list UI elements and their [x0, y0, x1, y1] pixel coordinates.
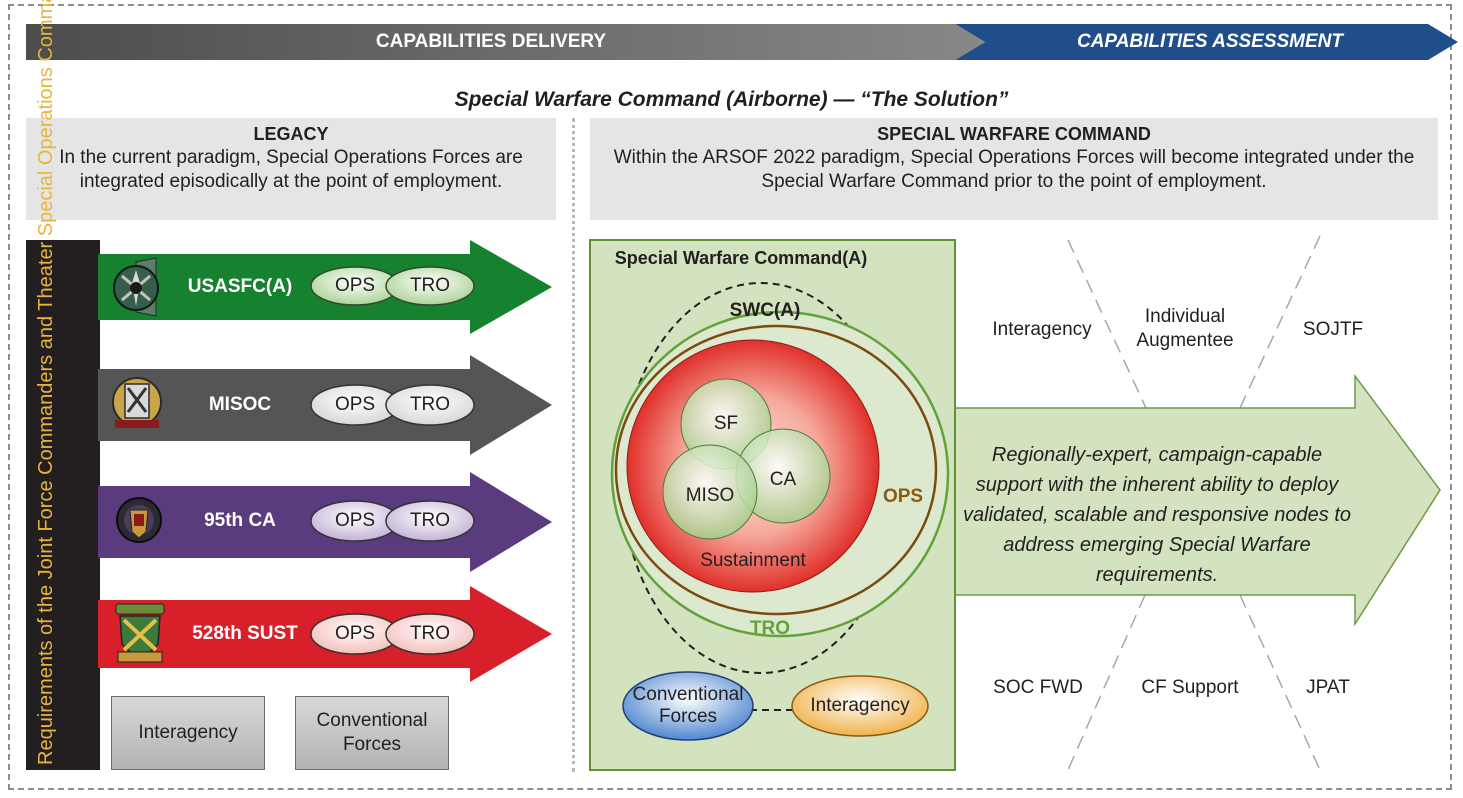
ops-label-95th-ca: OPS — [334, 510, 376, 531]
requirements-sidebar — [26, 240, 100, 770]
sf-label: SF — [713, 413, 739, 434]
swc-title: SPECIAL WARFARE COMMAND — [877, 124, 1151, 144]
unit-row-usasfc — [98, 240, 552, 334]
conventional-forces-label: Conventional Forces — [632, 684, 744, 727]
tro-ring-label: TRO — [749, 618, 791, 639]
top-label-interagency: Interagency — [992, 319, 1092, 340]
legacy-description: In the current paradigm, Special Operati… — [59, 147, 523, 192]
tro-label-misoc: TRO — [409, 394, 451, 415]
top-label-sojtf: SOJTF — [1302, 319, 1364, 340]
sustainment-crest-icon — [115, 603, 165, 664]
ops-label-528th-sust: OPS — [334, 623, 376, 644]
capabilities-delivery-arrow — [26, 24, 985, 60]
ops-label-misoc: OPS — [334, 394, 376, 415]
swc-box-title: Special Warfare Command(A) — [614, 248, 868, 268]
misoc-crest-icon — [112, 377, 162, 428]
swc-oval-label: SWC(A) — [729, 300, 801, 321]
outer-frame — [8, 4, 1452, 790]
ca-label: CA — [769, 469, 797, 490]
tro-label-usasfc: TRO — [409, 275, 451, 296]
capabilities-assessment-label: CAPABILITIES ASSESSMENT — [1076, 31, 1344, 52]
tro-label-95th-ca: TRO — [409, 510, 451, 531]
interagency-oval — [791, 675, 929, 737]
miso-label: MISO — [685, 485, 735, 506]
unit-row-95th-ca — [98, 472, 552, 572]
top-label-individual-augmentee: Individual Augmentee — [1136, 306, 1234, 351]
legacy-header: LEGACY In the current paradigm, Special … — [26, 118, 556, 220]
panel-divider — [572, 118, 575, 772]
bottom-label-soc-fwd: SOC FWD — [993, 677, 1083, 698]
civil-affairs-crest-icon — [116, 497, 162, 543]
ops-ring-label: OPS — [882, 486, 924, 507]
legacy-title: LEGACY — [253, 124, 329, 144]
capabilities-delivery-label: CAPABILITIES DELIVERY — [375, 31, 607, 52]
special-forces-crest-icon — [113, 257, 159, 317]
swc-description: Within the ARSOF 2022 paradigm, Special … — [613, 147, 1415, 192]
connector-lines — [1067, 235, 1321, 771]
miso-circle — [662, 444, 758, 540]
interagency-oval-label: Interagency — [810, 695, 910, 716]
swc-capability-arrow — [954, 373, 1441, 627]
sustainment-label: Sustainment — [700, 550, 806, 571]
unit-name-usasfc: USASFC(A) — [187, 276, 293, 297]
conventional-forces-oval — [622, 671, 754, 741]
capabilities-assessment-arrow — [955, 24, 1458, 60]
bottom-label-jpat: JPAT — [1306, 677, 1350, 698]
ops-label-usasfc: OPS — [334, 275, 376, 296]
swc-arrow-description: Regionally-expert, campaign-capable supp… — [962, 444, 1352, 586]
legacy-interagency-box: Interagency — [111, 696, 265, 770]
unit-name-misoc: MISOC — [208, 394, 272, 415]
bottom-label-cf-support: CF Support — [1141, 677, 1239, 698]
legacy-conventional-forces-box: Conventional Forces — [295, 696, 449, 770]
tro-label-528th-sust: TRO — [409, 623, 451, 644]
swc-header: SPECIAL WARFARE COMMAND Within the ARSOF… — [590, 118, 1438, 220]
unit-name-528th-sust: 528th SUST — [192, 623, 298, 644]
unit-row-528th-sust — [98, 586, 552, 682]
page-subtitle: Special Warfare Command (Airborne) — “Th… — [454, 88, 1009, 111]
unit-row-misoc — [98, 355, 552, 455]
ops-ring — [614, 324, 938, 616]
header-arrows — [26, 24, 1458, 60]
unit-name-95th-ca: 95th CA — [204, 510, 276, 531]
